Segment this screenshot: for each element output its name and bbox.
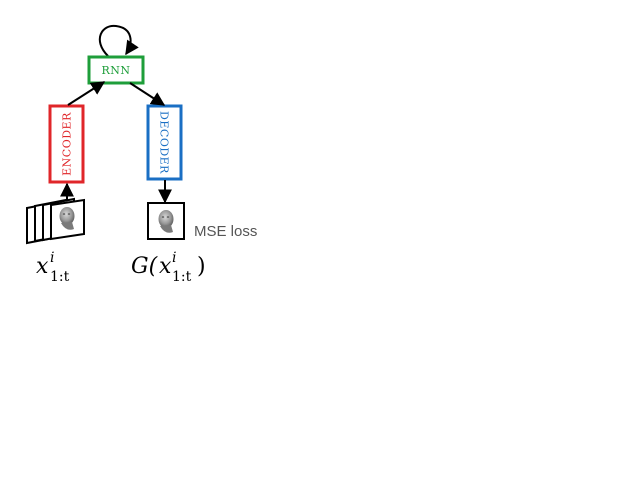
decoder-label: DECODER	[158, 111, 171, 174]
mse-loss-label: MSE loss	[194, 223, 257, 240]
encoder-label: ENCODER	[61, 112, 74, 176]
rnn-to-decoder-arrow	[129, 82, 166, 106]
decoder-box	[146, 104, 183, 181]
output-frame	[147, 202, 185, 240]
output-label-func: G(	[131, 254, 158, 279]
encoder-block: ENCODER	[48, 104, 85, 184]
output-label-close: )	[197, 254, 206, 279]
input-frame-stack	[26, 197, 85, 245]
input-label-subscript: 1:t	[50, 269, 70, 285]
encoder-to-rnn-arrow	[67, 81, 106, 106]
rnn-block: RNN	[87, 55, 145, 85]
input-label-superscript: i	[50, 250, 54, 266]
rnn-label: RNN	[101, 64, 130, 77]
output-math-label: G( x i 1:t )	[131, 250, 206, 285]
output-face-icon	[158, 210, 174, 233]
output-label-base: x	[159, 254, 172, 279]
output-label-subscript: 1:t	[172, 269, 192, 285]
output-label-superscript: i	[172, 250, 176, 266]
input-math-label: x i 1:t	[36, 250, 70, 285]
rnn-box	[87, 55, 145, 85]
input-face-icon	[59, 207, 75, 230]
encoder-box	[48, 104, 85, 184]
input-label-base: x	[36, 254, 49, 279]
rnn-recurrence-arrow	[98, 24, 139, 57]
decoder-block: DECODER	[146, 104, 183, 181]
